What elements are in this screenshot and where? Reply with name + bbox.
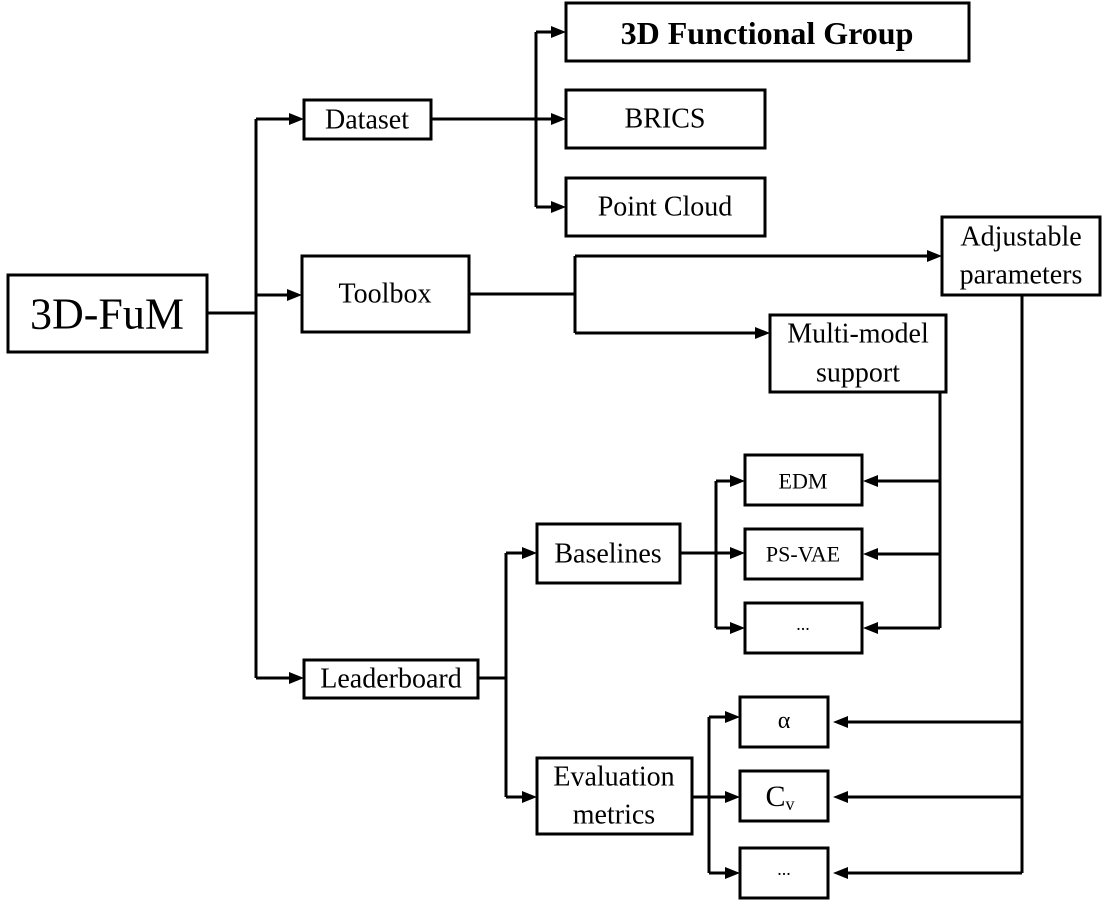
node-adjustable-parameters: Adjustable parameters — [940, 215, 1102, 297]
node-edm: EDM — [743, 453, 864, 507]
arrow-right-icon — [730, 622, 745, 634]
node-ps-vae: PS-VAE — [743, 527, 864, 581]
arrow-right-icon — [730, 547, 745, 559]
arrow-right-icon — [725, 711, 740, 723]
node-evaluation-metrics-line1: Evaluation — [553, 762, 674, 793]
connectors — [208, 30, 1024, 875]
node-multi-model-support-line1: Multi-model — [787, 319, 929, 350]
node-leaderboard: Leaderboard — [302, 658, 480, 700]
arrow-left-icon — [863, 548, 878, 560]
arrow-right-icon — [927, 250, 942, 262]
node-baselines-label: Baselines — [554, 539, 661, 570]
arrow-right-icon — [522, 791, 537, 803]
node-adjustable-parameters-line2: parameters — [960, 260, 1083, 291]
node-adjustable-parameters-line1: Adjustable — [960, 222, 1081, 253]
node-evaluation-metrics-line2: metrics — [573, 800, 655, 831]
arrow-right-icon — [725, 867, 740, 879]
node-functional-group: 3D Functional Group — [564, 1, 971, 63]
node-cv-label: Cv — [765, 780, 794, 815]
node-toolbox-label: Toolbox — [339, 279, 432, 310]
node-brics: BRICS — [564, 88, 767, 150]
arrow-left-icon — [833, 867, 848, 879]
node-edm-label: EDM — [779, 469, 828, 494]
node-brics-label: BRICS — [625, 104, 706, 135]
node-leaderboard-label: Leaderboard — [320, 664, 461, 695]
node-alpha: α — [738, 695, 830, 749]
arrow-left-icon — [863, 475, 878, 487]
node-dataset-label: Dataset — [325, 105, 409, 136]
node-cv-main: C — [765, 780, 785, 813]
node-baselines: Baselines — [535, 522, 682, 585]
node-alpha-label: α — [778, 708, 791, 734]
node-cv: Cv — [738, 769, 830, 823]
arrow-right-icon — [730, 475, 745, 487]
node-multi-model-support: Multi-model support — [768, 313, 948, 394]
node-multi-model-support-line2: support — [816, 358, 900, 389]
node-toolbox: Toolbox — [300, 254, 471, 334]
arrow-left-icon — [863, 622, 878, 634]
arrow-right-icon — [551, 113, 566, 125]
node-evaluation-metrics: Evaluation metrics — [535, 756, 694, 836]
node-metric-more: ... — [738, 846, 830, 900]
node-functional-group-label: 3D Functional Group — [621, 15, 914, 51]
node-root: 3D-FuM — [6, 273, 209, 354]
arrowheads — [287, 26, 942, 879]
node-baseline-more-label: ... — [796, 614, 810, 634]
arrow-right-icon — [551, 201, 566, 213]
arrow-right-icon — [289, 113, 304, 125]
node-cv-subscript: v — [786, 794, 795, 814]
arrow-right-icon — [289, 672, 304, 684]
node-point-cloud-label: Point Cloud — [598, 192, 733, 223]
node-metric-more-label: ... — [777, 859, 791, 879]
node-dataset: Dataset — [302, 98, 433, 141]
arrow-right-icon — [522, 547, 537, 559]
arrow-left-icon — [833, 791, 848, 803]
node-baseline-more: ... — [743, 601, 864, 655]
node-point-cloud: Point Cloud — [564, 176, 767, 238]
node-root-label: 3D-FuM — [30, 290, 184, 339]
node-ps-vae-label: PS-VAE — [766, 542, 840, 567]
arrow-right-icon — [755, 327, 770, 339]
arrow-right-icon — [287, 289, 302, 301]
arrow-left-icon — [833, 716, 848, 728]
arrow-right-icon — [551, 26, 566, 38]
arrow-right-icon — [725, 791, 740, 803]
